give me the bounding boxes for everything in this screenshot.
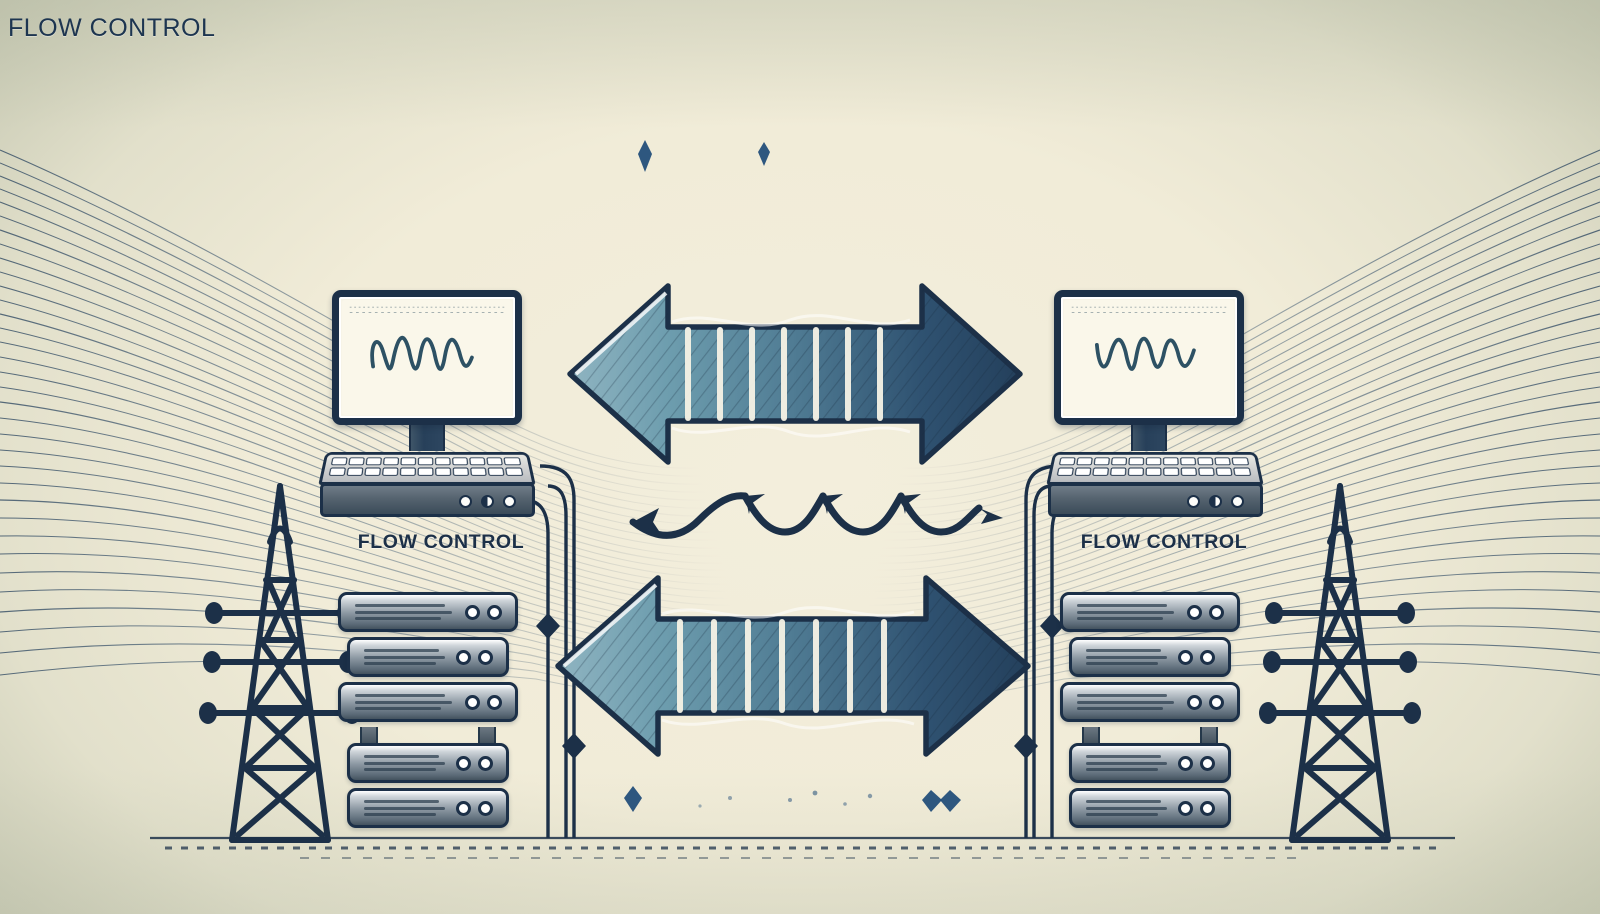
led-indicator	[1209, 605, 1224, 620]
left-flow-control-computer[interactable]: FLOW CONTROL	[320, 290, 570, 554]
led-indicator	[1178, 756, 1193, 771]
server-leds	[1178, 650, 1228, 665]
diamond-sparkle-icon	[758, 142, 770, 166]
server-unit[interactable]	[347, 743, 509, 783]
center-wavy-flow-arrow	[595, 470, 1005, 550]
led-indicator	[1187, 495, 1200, 508]
vent-grill	[341, 691, 465, 714]
vent-grill	[1072, 797, 1178, 820]
led-indicator	[481, 495, 494, 508]
led-indicator	[459, 495, 472, 508]
led-indicator	[478, 756, 493, 771]
server-unit[interactable]	[338, 682, 518, 722]
server-leds	[465, 695, 515, 710]
led-indicator	[1200, 756, 1215, 771]
monitor-screen-right	[1064, 300, 1234, 415]
led-indicator	[478, 650, 493, 665]
led-indicator	[465, 695, 480, 710]
server-leds	[456, 756, 506, 771]
monitor-screen-left	[342, 300, 512, 415]
status-leds-right	[1187, 495, 1244, 508]
led-indicator	[1187, 695, 1202, 710]
waveform-zigzag-icon	[342, 300, 512, 415]
bottom-bidirectional-arrow	[548, 564, 1038, 769]
server-leds	[456, 650, 506, 665]
led-indicator	[465, 605, 480, 620]
led-indicator	[1187, 605, 1202, 620]
led-indicator	[1178, 650, 1193, 665]
led-indicator	[1231, 495, 1244, 508]
server-unit[interactable]	[1069, 788, 1231, 828]
right-flow-control-computer[interactable]: FLOW CONTROL	[1030, 290, 1280, 554]
vent-grill	[350, 646, 456, 669]
waveform-zigzag-icon	[1064, 300, 1234, 415]
computer-base-left[interactable]	[320, 483, 535, 517]
monitor-stand-right	[1131, 425, 1167, 451]
vent-grill	[341, 601, 465, 624]
server-leds	[1178, 801, 1228, 816]
server-leds	[1187, 695, 1237, 710]
computer-base-right[interactable]	[1048, 483, 1263, 517]
server-leds	[1187, 605, 1237, 620]
server-unit[interactable]	[1060, 592, 1240, 632]
led-indicator	[1200, 801, 1215, 816]
monitor-left[interactable]	[332, 290, 522, 425]
vent-grill	[1072, 646, 1178, 669]
server-unit[interactable]	[1069, 743, 1231, 783]
led-indicator	[456, 756, 471, 771]
page-title: FLOW CONTROL	[8, 14, 215, 43]
led-indicator	[487, 695, 502, 710]
keyboard-left[interactable]	[318, 452, 535, 485]
vent-grill	[1072, 752, 1178, 775]
server-unit[interactable]	[1069, 637, 1231, 677]
led-indicator	[1178, 801, 1193, 816]
server-riser	[338, 727, 518, 743]
diamond-sparkle-icon	[940, 790, 961, 812]
server-leds	[1178, 756, 1228, 771]
server-unit[interactable]	[347, 788, 509, 828]
led-indicator	[1209, 695, 1224, 710]
left-computer-label: FLOW CONTROL	[312, 531, 570, 554]
server-unit[interactable]	[347, 637, 509, 677]
led-indicator	[1200, 650, 1215, 665]
led-indicator	[487, 605, 502, 620]
server-leds	[465, 605, 515, 620]
vent-grill	[1063, 601, 1187, 624]
diamond-sparkle-icon	[638, 140, 652, 172]
keyboard-right[interactable]	[1046, 452, 1263, 485]
right-server-stack[interactable]	[1060, 592, 1240, 833]
server-leds	[456, 801, 506, 816]
led-indicator	[503, 495, 516, 508]
status-leds-left	[459, 495, 516, 508]
server-unit[interactable]	[1060, 682, 1240, 722]
vent-grill	[350, 752, 456, 775]
right-computer-label: FLOW CONTROL	[1048, 531, 1280, 554]
led-indicator	[456, 650, 471, 665]
diamond-sparkle-icon	[922, 790, 942, 812]
left-server-stack[interactable]	[338, 592, 518, 833]
monitor-stand-left	[409, 425, 445, 451]
top-line-band	[341, 143, 1263, 250]
vent-grill	[350, 797, 456, 820]
monitor-right[interactable]	[1054, 290, 1244, 425]
server-riser	[1060, 727, 1240, 743]
led-indicator	[456, 801, 471, 816]
server-unit[interactable]	[338, 592, 518, 632]
top-bidirectional-arrow	[560, 272, 1030, 477]
led-indicator	[478, 801, 493, 816]
diamond-sparkle-icon	[624, 786, 642, 812]
vent-grill	[1063, 691, 1187, 714]
led-indicator	[1209, 495, 1222, 508]
